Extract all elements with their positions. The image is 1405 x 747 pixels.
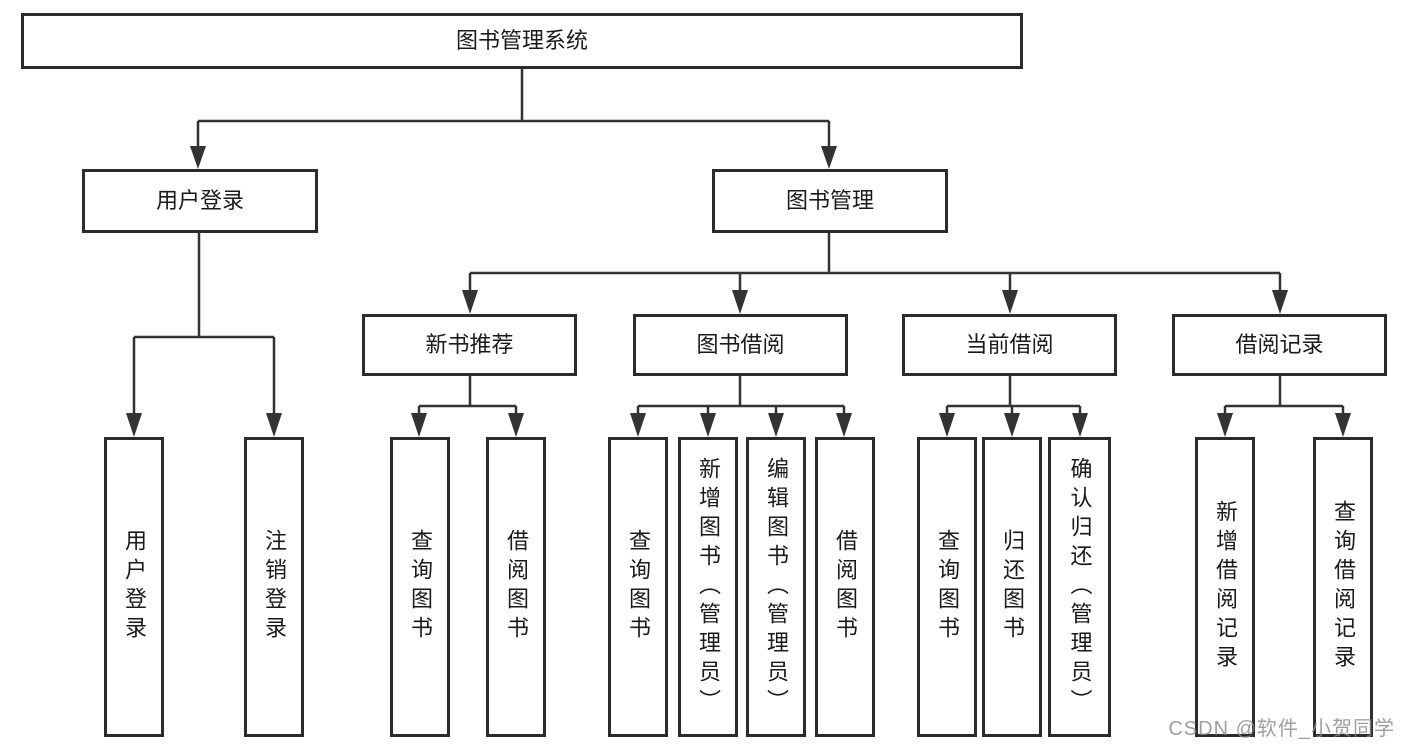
arrowhead — [266, 413, 282, 437]
leaf-add-borrow-record: 新增借阅记录 — [1195, 437, 1255, 737]
arrowhead — [508, 413, 524, 437]
arrowhead — [126, 413, 142, 437]
leaf-query-books-borrowing: 查询图书 — [608, 437, 668, 737]
connector-borrowing-branch — [636, 376, 846, 414]
arrowhead — [462, 290, 478, 314]
arrowhead — [732, 290, 748, 314]
connector-records-branch — [1223, 376, 1345, 414]
leaf-query-borrow-record: 查询借阅记录 — [1313, 437, 1373, 737]
arrowhead — [1004, 413, 1020, 437]
arrowhead — [836, 413, 852, 437]
arrowhead — [939, 413, 955, 437]
node-user-login: 用户登录 — [82, 169, 318, 233]
node-new-book-recommendation: 新书推荐 — [362, 314, 577, 376]
connector-new-book-branch — [417, 376, 518, 414]
arrowhead — [1002, 290, 1018, 314]
arrowhead — [768, 413, 784, 437]
connector-book-mgmt-branch — [468, 233, 1282, 291]
node-book-management: 图书管理 — [712, 169, 948, 233]
leaf-query-books-recommend: 查询图书 — [390, 437, 450, 737]
leaf-logout: 注销登录 — [244, 437, 304, 737]
connector-root-branch — [196, 68, 831, 147]
arrowhead — [190, 146, 206, 169]
connector-user-login-branch — [132, 233, 276, 414]
arrowhead — [630, 413, 646, 437]
arrowhead — [700, 413, 716, 437]
leaf-user-login: 用户登录 — [104, 437, 164, 737]
arrowhead — [411, 413, 427, 437]
node-library-management-system: 图书管理系统 — [21, 13, 1023, 69]
leaf-borrow-books-borrowing: 借阅图书 — [815, 437, 875, 737]
watermark-csdn: CSDN @软件_小贺同学 — [1168, 718, 1395, 740]
node-current-borrowing: 当前借阅 — [902, 314, 1117, 376]
leaf-borrow-books-recommend: 借阅图书 — [486, 437, 546, 737]
node-borrowing-records: 借阅记录 — [1172, 314, 1387, 376]
leaf-query-books-current: 查询图书 — [917, 437, 977, 737]
leaf-edit-books-admin: 编辑图书（管理员） — [746, 437, 806, 737]
connector-current-branch — [945, 376, 1082, 414]
arrowhead — [1072, 413, 1088, 437]
arrowhead — [1217, 413, 1233, 437]
arrowhead — [821, 146, 837, 169]
leaf-add-books-admin: 新增图书（管理员） — [678, 437, 738, 737]
leaf-return-books: 归还图书 — [982, 437, 1042, 737]
node-book-borrowing: 图书借阅 — [633, 314, 848, 376]
arrowhead — [1335, 413, 1351, 437]
arrowhead — [1272, 290, 1288, 314]
leaf-confirm-return-admin: 确认归还（管理员） — [1048, 437, 1111, 737]
